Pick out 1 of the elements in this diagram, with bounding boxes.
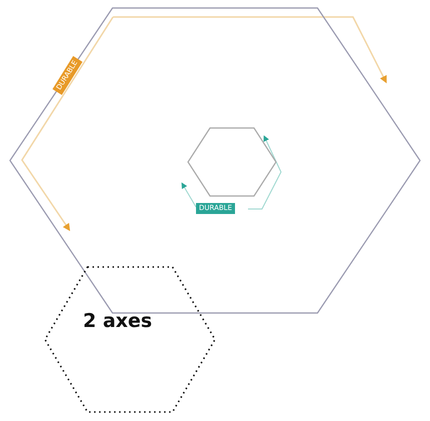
hexagon-label: 2 axes <box>83 309 153 334</box>
